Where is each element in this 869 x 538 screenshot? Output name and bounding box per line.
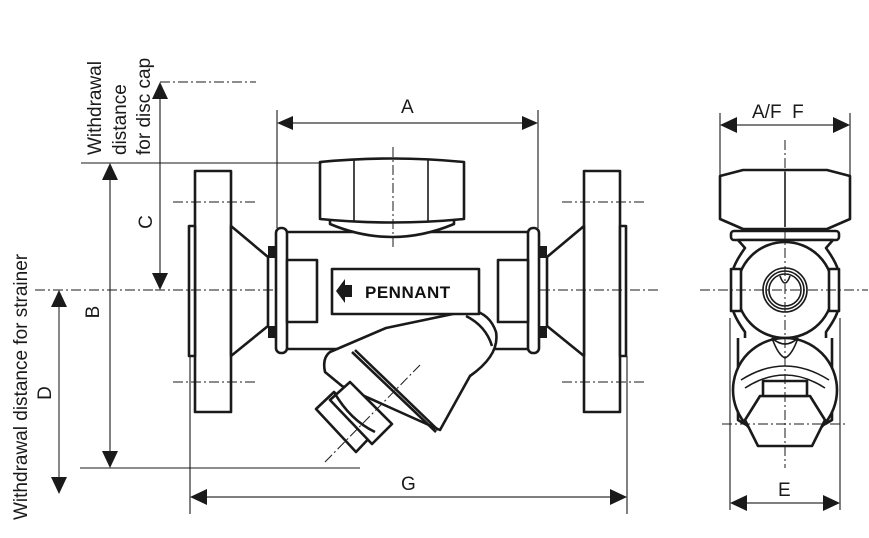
disc-cap xyxy=(318,147,466,247)
dim-label-c: C xyxy=(136,215,157,229)
dim-label-g: G xyxy=(401,474,416,495)
dim-label-b: B xyxy=(83,306,104,319)
disc-cap-withdrawal-label: Withdrawal xyxy=(85,61,106,155)
brand-label: PENNANT xyxy=(365,283,451,302)
brand-plate: PENNANT xyxy=(330,267,481,316)
disc-cap-withdrawal-label-2: distance xyxy=(110,84,131,155)
dim-label-d: D xyxy=(35,386,56,400)
dim-label-af: A/F F xyxy=(752,102,804,123)
right-flange xyxy=(539,169,628,414)
dim-label-e: E xyxy=(778,480,791,501)
dim-label-a: A xyxy=(401,97,414,118)
strainer-cap xyxy=(314,308,498,463)
left-flange xyxy=(187,169,276,414)
end-view-dimensions: A/F F E xyxy=(719,102,851,511)
end-view xyxy=(700,140,868,468)
disc-cap-withdrawal-label-3: for disc cap xyxy=(134,58,155,155)
flow-arrow-icon xyxy=(336,279,352,303)
side-view: PENNANT xyxy=(155,81,660,463)
strainer-withdrawal-label: Withdrawal distance for strainer xyxy=(11,253,32,520)
dimension-lines: A B C D G Withdrawal distance for disc c… xyxy=(11,58,628,520)
